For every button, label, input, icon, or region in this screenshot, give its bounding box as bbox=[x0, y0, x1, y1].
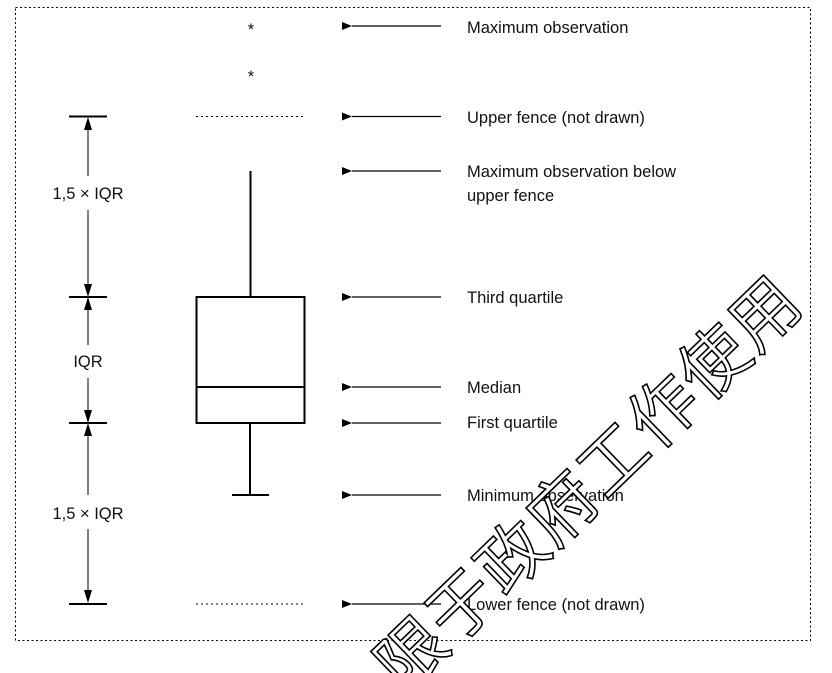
lower-range-dimension: 1,5 × IQR bbox=[52, 423, 124, 603]
upper-range-label: 1,5 × IQR bbox=[52, 185, 123, 203]
annotation-median: Median bbox=[467, 379, 521, 397]
annotation-lower-fence: Lower fence (not drawn) bbox=[467, 596, 645, 614]
iqr-label: IQR bbox=[73, 353, 102, 371]
annotation-upper-fence: Upper fence (not drawn) bbox=[467, 109, 645, 127]
outlier-marker: * bbox=[248, 21, 255, 39]
iqr-box bbox=[195, 296, 306, 424]
annotation-max-below-fence-line2: upper fence bbox=[467, 187, 554, 205]
dotted-frame bbox=[15, 7, 811, 641]
annotation-first-quartile: First quartile bbox=[467, 414, 558, 432]
iqr-dimension: IQR bbox=[73, 297, 103, 423]
annotation-third-quartile: Third quartile bbox=[467, 289, 563, 307]
upper-range-dimension: 1,5 × IQR bbox=[52, 117, 124, 297]
outlier-marker: * bbox=[248, 68, 255, 86]
pointer-arrows bbox=[342, 22, 441, 608]
lower-range-label: 1,5 × IQR bbox=[52, 505, 123, 523]
annotation-max-observation: Maximum observation bbox=[467, 19, 628, 37]
annotation-max-below-fence: Maximum observation below bbox=[467, 163, 676, 181]
annotation-min-observation: Minimum observation bbox=[467, 487, 624, 505]
